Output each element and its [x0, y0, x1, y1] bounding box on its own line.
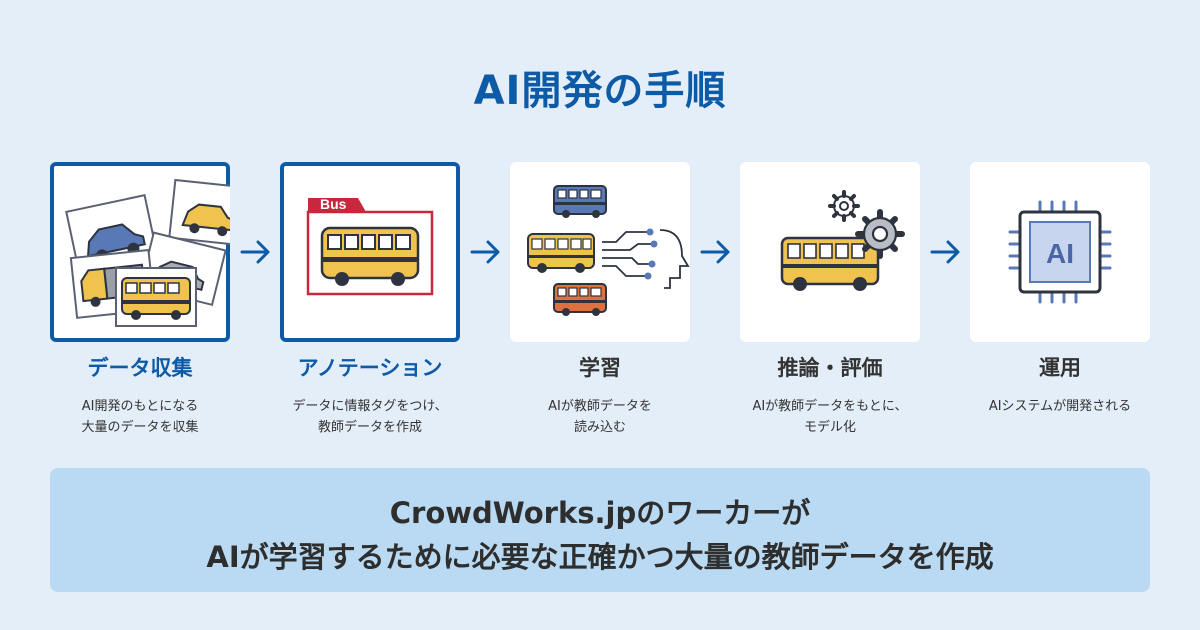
step-desc-line: AIが教師データを — [548, 399, 652, 414]
step-desc-learning: AIが教師データを 読み込む — [485, 396, 715, 438]
step-title-learning: 学習 — [579, 356, 621, 380]
bus-tag-icon: Bus — [306, 196, 434, 296]
step-desc-line: AIシステムが開発される — [988, 399, 1132, 414]
step-title-operation: 運用 — [1039, 356, 1081, 380]
step-desc-line: 大量のデータを収集 — [81, 420, 199, 435]
step-card-annotation: Bus — [280, 162, 460, 342]
step-desc-line: モデル化 — [803, 420, 856, 435]
step-desc-line: AI開発のもとになる — [81, 399, 199, 414]
arrow-right-icon — [470, 240, 500, 264]
step-desc-annotation: データに情報タグをつけ、 教師データを作成 — [255, 396, 485, 438]
step-card-data-collection — [50, 162, 230, 342]
ai-learning-icon — [527, 185, 690, 316]
ai-chip-icon: AI — [1008, 200, 1112, 304]
step-desc-operation: AIシステムが開発される — [945, 396, 1175, 417]
step-desc-line: 読み込む — [573, 420, 626, 435]
step-desc-line: AIが教師データをもとに、 — [752, 399, 908, 414]
vehicle-photos-icon — [65, 178, 230, 327]
step-card-operation: AI — [970, 162, 1150, 342]
bus-gears-icon — [780, 190, 905, 291]
step-desc-inference: AIが教師データをもとに、 モデル化 — [715, 396, 945, 438]
bus-tag-label: Bus — [320, 196, 347, 212]
arrow-right-icon — [930, 240, 960, 264]
step-card-inference — [740, 162, 920, 342]
step-desc-line: データに情報タグをつけ、 — [292, 399, 448, 414]
arrow-right-icon — [240, 240, 270, 264]
summary-box: CrowdWorks.jpのワーカーが AIが学習するために必要な正確かつ大量の… — [50, 468, 1150, 592]
step-title-inference: 推論・評価 — [777, 356, 883, 380]
summary-line-2: AIが学習するために必要な正確かつ大量の教師データを作成 — [206, 540, 994, 574]
step-title-annotation: アノテーション — [297, 356, 443, 380]
chip-label: AI — [1046, 238, 1074, 269]
step-desc-data-collection: AI開発のもとになる 大量のデータを収集 — [25, 396, 255, 438]
step-desc-line: 教師データを作成 — [317, 420, 422, 435]
step-title-data-collection: データ収集 — [87, 356, 193, 380]
summary-line-1: CrowdWorks.jpのワーカーが — [389, 496, 811, 530]
page-title: AI開発の手順 — [473, 68, 727, 114]
arrow-right-icon — [700, 240, 730, 264]
step-card-learning — [510, 162, 690, 342]
